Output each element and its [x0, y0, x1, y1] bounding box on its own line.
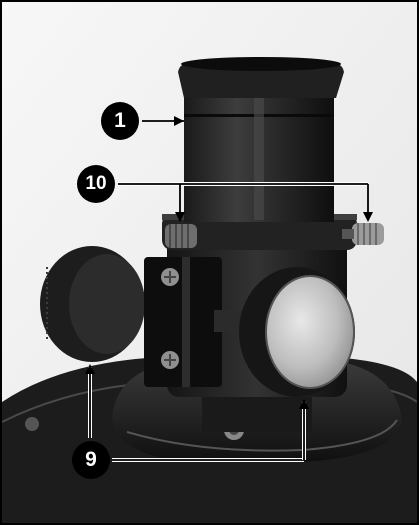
- clamp-ring: [162, 214, 357, 250]
- body-screw: [25, 417, 39, 431]
- callout-eyepiece: 1: [101, 102, 139, 140]
- callout-thumb-screws: 10: [77, 165, 115, 203]
- callout-focus-knobs: 9: [72, 441, 110, 479]
- left-thumb-screw: [165, 224, 197, 248]
- right-knob-face: [266, 276, 354, 388]
